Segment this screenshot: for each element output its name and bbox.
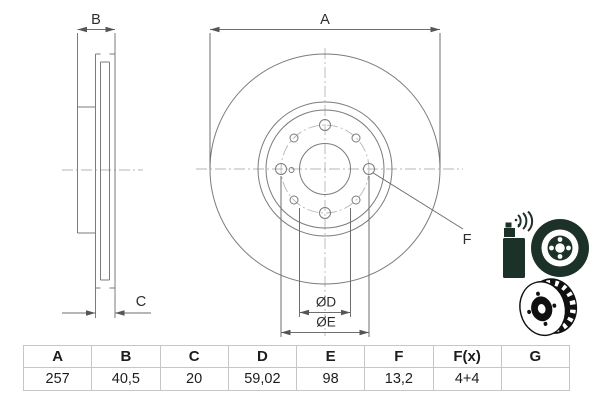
arrowhead xyxy=(115,310,125,316)
brake-disc-front-view xyxy=(209,53,441,285)
coating-spray-icon xyxy=(501,211,589,280)
header-c: C xyxy=(159,345,229,368)
secondary-hole xyxy=(351,195,361,205)
secondary-hole xyxy=(289,133,299,143)
header-g: G xyxy=(500,345,571,368)
dimension-a-label: A xyxy=(320,12,330,28)
side-view-outline xyxy=(77,33,116,318)
value-c: 20 xyxy=(159,367,229,391)
bolt-hole xyxy=(275,163,287,175)
arrowhead xyxy=(341,309,351,316)
vented-disc-icon xyxy=(519,278,578,337)
dimension-b: B xyxy=(77,12,115,33)
dimension-c: C xyxy=(62,294,151,316)
table-value-row: 257 40,5 20 59,02 98 13,2 4+4 xyxy=(22,367,571,391)
disc-outer-circle xyxy=(209,53,441,285)
locating-pin-hole xyxy=(288,167,295,173)
dimension-d: ØD xyxy=(299,208,351,317)
bolt-hole xyxy=(363,163,375,175)
header-fx: F(x) xyxy=(432,345,502,368)
arrowhead xyxy=(86,310,96,316)
dimension-e-label: ØE xyxy=(316,315,336,330)
header-e: E xyxy=(295,345,366,368)
centerlines xyxy=(62,48,463,336)
brake-disc-technical-drawing: A B C ØD ØE xyxy=(62,12,472,337)
bolt-circle-centerline xyxy=(280,124,370,214)
arrowhead xyxy=(359,329,369,336)
arrowhead xyxy=(105,26,115,33)
value-e: 98 xyxy=(295,367,366,391)
dimension-d-label: ØD xyxy=(316,295,337,310)
arrowhead xyxy=(430,26,440,33)
value-fx: 4+4 xyxy=(432,367,502,391)
value-a: 257 xyxy=(22,367,93,391)
value-b: 40,5 xyxy=(91,367,161,391)
brake-disc-side-view xyxy=(77,33,116,318)
dimension-c-label: C xyxy=(136,294,146,310)
dimension-e: ØE xyxy=(280,176,370,337)
secondary-hole xyxy=(289,195,299,205)
arrowhead xyxy=(299,309,309,316)
header-d: D xyxy=(227,345,298,368)
arrowhead xyxy=(281,329,291,336)
dimension-b-label: B xyxy=(91,12,101,28)
bolt-hole xyxy=(319,207,331,219)
friction-ring-inner-circle xyxy=(257,101,393,237)
value-g xyxy=(500,367,571,391)
dimension-table: A B C D E F F(x) G 257 40,5 20 59,02 98 … xyxy=(22,345,571,391)
value-f: 13,2 xyxy=(364,367,434,391)
center-bore-circle xyxy=(299,143,351,195)
arrowhead xyxy=(210,26,220,33)
dimension-f-label: F xyxy=(463,232,472,248)
header-b: B xyxy=(91,345,161,368)
hat-circle xyxy=(265,109,385,229)
dimension-f: F xyxy=(372,172,472,248)
value-d: 59,02 xyxy=(227,367,298,391)
header-f: F xyxy=(364,345,434,368)
header-a: A xyxy=(22,345,93,368)
dimension-a: A xyxy=(209,12,441,168)
bolt-hole xyxy=(319,119,331,131)
secondary-hole xyxy=(351,133,361,143)
table-header-row: A B C D E F F(x) G xyxy=(22,345,571,368)
arrowhead xyxy=(77,26,87,33)
